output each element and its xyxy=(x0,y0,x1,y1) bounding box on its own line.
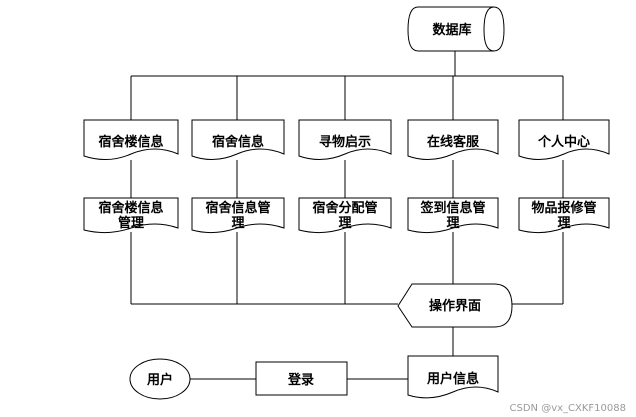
mgmt-doc-line2: 理 xyxy=(338,216,351,231)
mgmt-doc-line2: 理 xyxy=(446,216,459,231)
mgmt-doc-line1: 签到信息管 xyxy=(419,200,485,216)
mgmt-doc-2: 宿舍信息管 理 xyxy=(191,197,285,234)
top-doc-5: 个人中心 xyxy=(518,119,610,160)
operation-ui-label: 操作界面 xyxy=(429,298,481,314)
user-info-label: 用户信息 xyxy=(426,371,479,387)
mgmt-doc-5: 物品报修管 理 xyxy=(518,197,610,234)
user-info-node: 用户信息 xyxy=(407,355,499,399)
mgmt-doc-3: 宿舍分配管 理 xyxy=(298,197,392,234)
mgmt-doc-4: 签到信息管 理 xyxy=(407,197,499,234)
top-doc-label: 宿舍信息 xyxy=(212,134,264,150)
top-doc-label: 宿舍楼信息 xyxy=(98,134,163,150)
top-doc-label: 个人中心 xyxy=(537,134,590,150)
watermark: CSDN @vx_CXKF10088 xyxy=(510,403,626,414)
top-doc-1: 宿舍楼信息 xyxy=(83,119,179,160)
login-node: 登录 xyxy=(255,361,348,396)
operation-ui-node: 操作界面 xyxy=(397,283,513,328)
mgmt-doc-line2: 管理 xyxy=(118,215,144,231)
database-label: 数据库 xyxy=(432,22,471,38)
mgmt-doc-1: 宿舍楼信息 管理 xyxy=(83,197,179,234)
mgmt-doc-line1: 宿舍分配管 xyxy=(312,200,377,216)
top-doc-label: 在线客服 xyxy=(427,134,480,150)
user-label: 用户 xyxy=(146,372,173,388)
mgmt-doc-line2: 理 xyxy=(557,216,570,231)
mgmt-doc-line2: 理 xyxy=(231,216,244,231)
user-node: 用户 xyxy=(129,358,191,400)
top-doc-4: 在线客服 xyxy=(407,119,499,160)
top-doc-3: 寻物启示 xyxy=(298,119,392,160)
mgmt-doc-line1: 物品报修管 xyxy=(531,200,596,216)
database-node: 数据库 xyxy=(407,6,505,52)
top-doc-2: 宿舍信息 xyxy=(191,119,285,160)
connector-lines xyxy=(130,50,564,380)
mgmt-doc-line1: 宿舍楼信息 xyxy=(98,200,163,216)
login-label: 登录 xyxy=(287,372,314,388)
mgmt-doc-line1: 宿舍信息管 xyxy=(205,200,270,216)
top-doc-label: 寻物启示 xyxy=(319,134,371,150)
